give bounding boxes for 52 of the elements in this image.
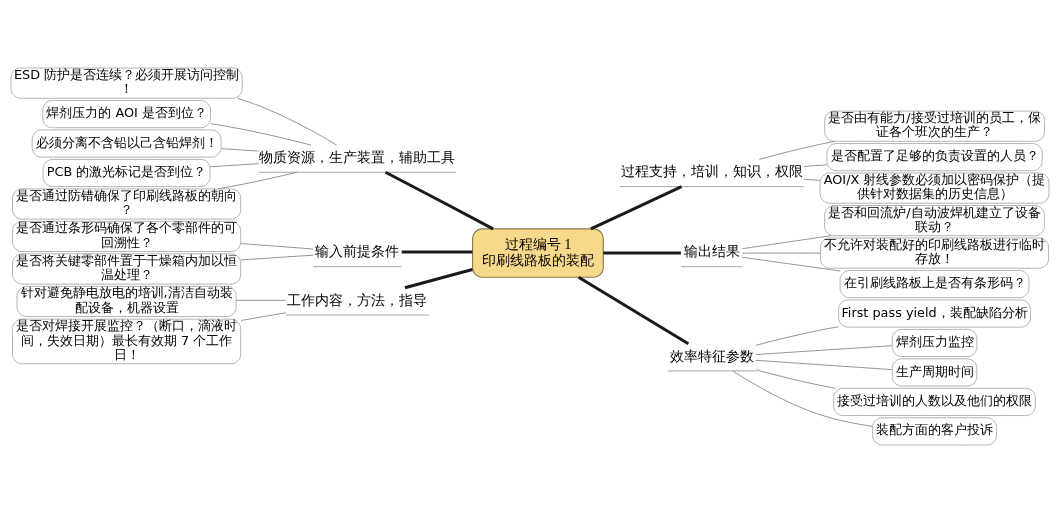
node-text: 工作内容，方法，指导: [287, 292, 428, 308]
node-box: 装配方面的客户投诉: [872, 417, 997, 446]
node-box: 在引刷线路板上是否有条形码？: [839, 270, 1030, 299]
connector: [755, 369, 837, 389]
node-box: 是否将关键零部件置于干燥箱内加以恒温处理？: [12, 253, 242, 285]
connector: [577, 276, 690, 345]
node-box: AOI/X 射线参数必须加以密码保护（提供针对数据集的历史信息）: [819, 172, 1050, 204]
node-box: ESD 防护是否连续？必须开展访问控制！: [10, 67, 243, 99]
node-text: 过程支持，培训，知识，权限: [620, 164, 803, 180]
node-text: 物质资源，生产装置，辅助工具: [259, 150, 456, 165]
node-box: 必须分离不含铅以己含铅焊剂！: [31, 129, 222, 158]
connector: [210, 123, 312, 146]
connector: [237, 97, 337, 146]
node-box: 是否通过防错确保了印刷线路板的朝向？: [12, 188, 242, 220]
connector: [755, 359, 893, 371]
connector: [401, 250, 473, 254]
connector: [803, 164, 828, 167]
node-box: First pass yield，装配缺陷分析: [838, 299, 1031, 328]
connector: [240, 312, 287, 321]
node-box: 是否和回流炉/自动波焊机建立了设备联动？: [824, 205, 1045, 237]
connector: [404, 268, 473, 290]
connector: [384, 170, 494, 231]
node-text: 效率特征参数: [669, 348, 754, 364]
node-box: PCB 的激光标记是否到位？: [42, 159, 211, 187]
node-text: 输入前提条件: [315, 244, 400, 260]
connector: [240, 243, 314, 250]
connector: [755, 345, 893, 355]
connector: [209, 163, 260, 168]
node-box: 是否由有能力/接受过培训的员工，保证各个班次的生产？: [824, 110, 1045, 142]
connector: [741, 252, 821, 254]
node-text: 输出结果: [683, 244, 740, 260]
node-box: 过程编号 1 印刷线路板的装配: [472, 228, 604, 278]
node-box: 焊剂压力的 AOI 是否到位？: [42, 100, 211, 129]
connector: [590, 185, 683, 231]
node-box: 是否配置了足够的负责设置的人员？: [826, 143, 1043, 172]
connector: [603, 251, 681, 255]
connector: [741, 256, 841, 272]
connector: [732, 370, 873, 427]
connector: [217, 171, 298, 190]
node-box: 接受过培训的人数以及他们的权限: [833, 387, 1036, 416]
connector: [803, 178, 821, 181]
connector: [240, 254, 314, 261]
node-box: 生产周期时间: [891, 358, 978, 387]
connector: [220, 148, 260, 152]
node-box: 是否对焊接开展监控？（断口，滴液时间，失效日期）最长有效期 7 个工作日！: [12, 318, 242, 365]
node-box: 焊剂压力监控: [891, 329, 978, 357]
connector: [741, 235, 832, 250]
node-box: 是否通过条形码确保了各个零部件的可回溯性？: [12, 221, 242, 252]
connector: [755, 326, 839, 346]
connector: [235, 299, 287, 301]
node-box: 针对避免静电放电的培训,清洁自动装配设备，机器设置: [16, 285, 237, 317]
node-box: 不允许对装配好的印刷线路板进行临时存放！: [820, 237, 1049, 269]
